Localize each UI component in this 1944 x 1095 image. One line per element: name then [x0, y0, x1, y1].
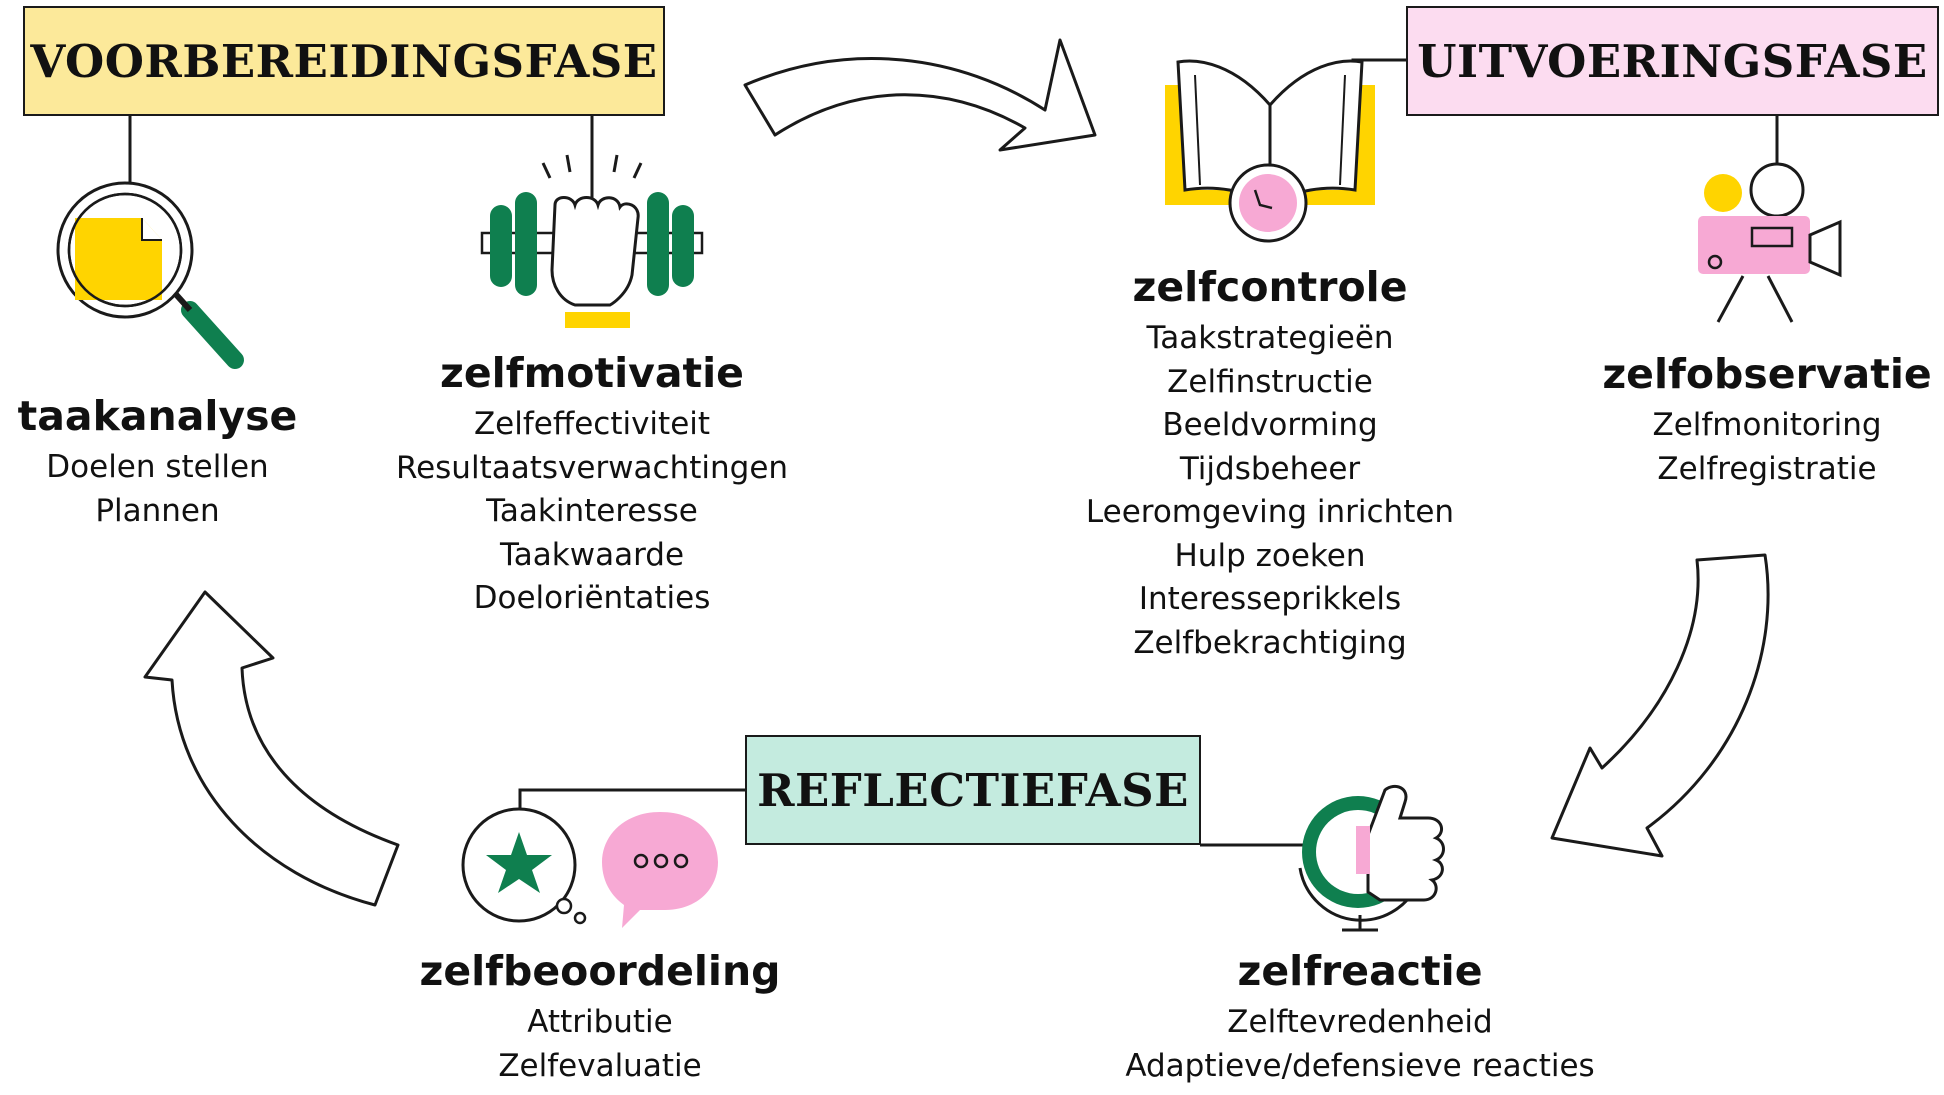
section-item: Zelfeffectiviteit — [473, 406, 711, 442]
section-item: Doeloriëntaties — [473, 580, 711, 616]
section-zelfbeoordeling: zelfbeoordeling Attributie Zelfevaluatie — [390, 945, 810, 1088]
speech-bubble-dots-icon — [602, 812, 718, 928]
section-title: zelfcontrole — [1132, 263, 1408, 311]
section-title: zelfreactie — [1237, 947, 1483, 995]
section-title: zelfobservatie — [1602, 350, 1932, 398]
section-taakanalyse: taakanalyse Doelen stellen Plannen — [0, 390, 315, 533]
section-zelfmotivatie: zelfmotivatie Zelfeffectiviteit Resultaa… — [362, 347, 822, 621]
thought-bubble-star-icon — [461, 807, 587, 925]
section-item: Hulp zoeken — [1174, 537, 1366, 574]
section-zelfreactie: zelfreactie Zelftevredenheid Adaptieve/d… — [1090, 945, 1630, 1088]
section-item: Taakinteresse — [486, 493, 698, 529]
section-title: zelfmotivatie — [440, 349, 744, 397]
magnifier-document-icon — [56, 181, 244, 369]
section-item: Zelfinstructie — [1167, 363, 1373, 400]
arrow-exec-to-reflect — [1550, 553, 1770, 858]
phase-execution-label: UITVOERINGSFASE — [1417, 34, 1928, 88]
globe-thumbs-up-icon — [1298, 785, 1445, 932]
book-clock-icon — [1165, 59, 1375, 243]
section-item: Zelfbekrachtiging — [1133, 624, 1407, 661]
arrow-prep-to-exec — [743, 38, 1097, 152]
section-title: zelfbeoordeling — [419, 947, 781, 995]
section-item: Beeldvorming — [1162, 407, 1378, 443]
section-item: Adaptieve/defensieve reacties — [1125, 1047, 1595, 1084]
section-item: Plannen — [95, 492, 220, 529]
section-item: Resultaatsverwachtingen — [395, 449, 789, 486]
section-item: Zelfregistratie — [1657, 450, 1877, 487]
phase-preparation: VOORBEREIDINGSFASE — [23, 6, 665, 116]
section-item: Zelfevaluatie — [498, 1047, 702, 1084]
section-zelfobservatie: zelfobservatie Zelfmonitoring Zelfregist… — [1590, 348, 1944, 491]
section-item: Taakwaarde — [499, 536, 685, 573]
section-item: Taakstrategieën — [1146, 320, 1394, 356]
phase-execution: UITVOERINGSFASE — [1406, 6, 1939, 116]
dumbbell-fist-icon — [480, 154, 704, 328]
section-item: Attributie — [527, 1004, 673, 1040]
section-item: Interesseprikkels — [1138, 581, 1402, 617]
section-item: Leeromgeving inrichten — [1085, 494, 1455, 530]
video-camera-icon — [1698, 162, 1842, 323]
phase-reflection: REFLECTIEFASE — [745, 735, 1201, 845]
section-zelfcontrole: zelfcontrole Taakstrategieën Zelfinstruc… — [1060, 261, 1480, 665]
section-item: Zelftevredenheid — [1227, 1004, 1493, 1040]
section-item: Zelfmonitoring — [1652, 407, 1882, 443]
section-item: Doelen stellen — [46, 449, 269, 485]
section-item: Tijdsbeheer — [1179, 450, 1361, 487]
phase-preparation-label: VOORBEREIDINGSFASE — [30, 34, 658, 88]
phase-reflection-label: REFLECTIEFASE — [757, 763, 1189, 817]
arrow-reflect-to-prep — [143, 590, 400, 907]
section-title: taakanalyse — [17, 392, 298, 440]
